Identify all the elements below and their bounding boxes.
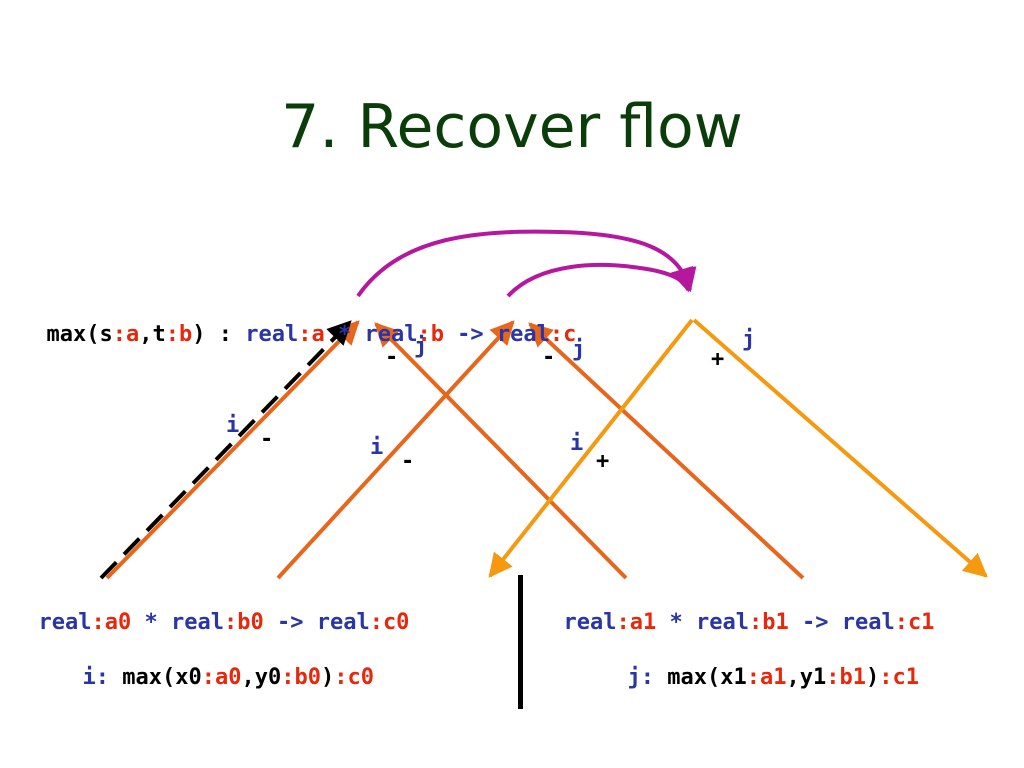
edge-label-i: i <box>570 431 584 456</box>
var-c: c <box>563 322 577 347</box>
edge-label-plus: + <box>596 449 610 474</box>
flow-arc-b-to-c <box>506 262 694 298</box>
edge-label-j: j <box>572 337 586 362</box>
edge-label-i: i <box>370 435 384 460</box>
edge-label-minus: - <box>542 345 556 370</box>
instance-divider <box>518 575 523 709</box>
arrow-b1-to-b <box>528 322 805 580</box>
right-instance-type: real:a1 * real:b1 -> real:c1 <box>563 610 935 635</box>
edge-label-minus: - <box>401 449 415 474</box>
var-a: a <box>125 322 140 347</box>
arrow-a1-to-a <box>374 322 628 580</box>
edge-label-minus: - <box>260 427 274 452</box>
edge-label-i: i <box>226 413 240 438</box>
edge-label-plus: + <box>711 347 725 372</box>
instance-label-j: j: <box>627 665 655 690</box>
arrow-c-to-c0 <box>488 318 694 578</box>
left-instance-type: real:a0 * real:b0 -> real:c0 <box>38 610 410 635</box>
edge-label-j: j <box>742 327 756 352</box>
arrow-c-to-c1 <box>692 318 988 578</box>
arrow-b0-to-b <box>276 320 515 580</box>
left-call: i: max(x0:a0,y0:b0):c0 <box>82 665 374 690</box>
var-b: b <box>178 322 193 347</box>
right-call: j: max(x1:a1,y1:b1):c1 <box>627 665 919 690</box>
instance-label-i: i: <box>82 665 110 690</box>
dashed-flow-a0-to-a <box>99 320 352 580</box>
edge-label-minus: - <box>385 345 399 370</box>
flow-arc-a-to-c <box>356 229 697 298</box>
slide-title: 7. Recover flow <box>281 92 743 162</box>
arrow-a0-to-a <box>105 320 360 580</box>
signature-line: max(s:a,t:b) : real:a * real:b -> real:c <box>46 322 577 347</box>
edge-label-j: j <box>414 334 428 359</box>
